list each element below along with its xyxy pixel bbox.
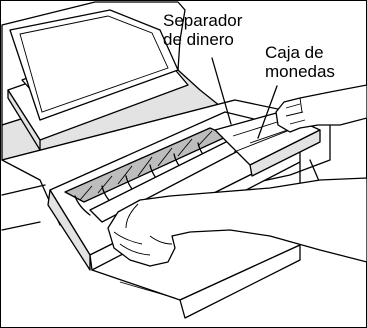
register-top-unit	[7, 9, 189, 151]
label-coin-case-line2: monedas	[265, 62, 335, 81]
label-coin-case-line1: Caja de	[265, 43, 324, 62]
label-money-separator-line1: Separador	[163, 11, 243, 30]
left-hand	[107, 177, 367, 267]
coin-case-leader-line	[257, 85, 278, 139]
label-money-separator-line2: de dinero	[163, 30, 234, 49]
label-coin-case: Caja de monedas	[265, 43, 335, 81]
label-money-separator: Separador de dinero	[163, 11, 242, 49]
separator-leader-line	[211, 57, 232, 125]
right-hand	[275, 84, 367, 133]
